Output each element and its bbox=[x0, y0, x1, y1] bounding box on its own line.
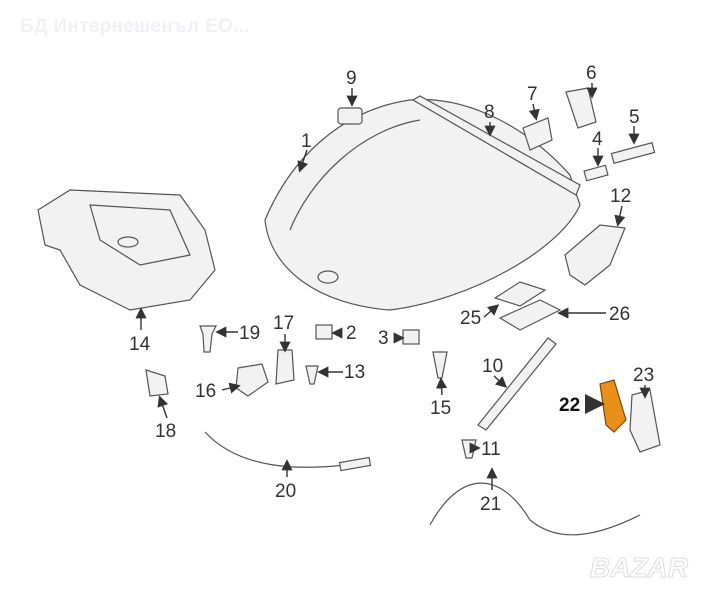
part-16-lock bbox=[235, 363, 269, 397]
callout-17: 17 bbox=[273, 313, 294, 334]
part-22-highlighted bbox=[599, 379, 627, 433]
callout-3: 3 bbox=[378, 328, 389, 349]
callout-10: 10 bbox=[482, 356, 503, 377]
callout-9: 9 bbox=[346, 68, 357, 89]
part-2 bbox=[315, 324, 333, 340]
callout-26: 26 bbox=[609, 304, 630, 325]
part-26-seal bbox=[498, 299, 562, 331]
callout-6: 6 bbox=[586, 63, 597, 84]
part-hood bbox=[264, 98, 581, 311]
callout-arrows bbox=[135, 83, 651, 490]
callout-13: 13 bbox=[344, 362, 365, 383]
part-19-bolt bbox=[199, 325, 217, 353]
callout-20: 20 bbox=[275, 481, 296, 502]
part-10-strut bbox=[477, 337, 557, 431]
callout-15: 15 bbox=[430, 398, 451, 419]
part-12-hinge bbox=[564, 224, 626, 286]
callout-16: 16 bbox=[195, 381, 216, 402]
part-11 bbox=[461, 439, 477, 459]
callout-19: 19 bbox=[239, 323, 260, 344]
callout-21: 21 bbox=[480, 494, 501, 515]
callout-12: 12 bbox=[610, 186, 631, 207]
part-seal-strip bbox=[411, 95, 581, 196]
part-3 bbox=[402, 329, 420, 345]
part-7 bbox=[522, 117, 553, 151]
callout-18: 18 bbox=[155, 421, 176, 442]
part-20-cable bbox=[204, 431, 346, 468]
part-13 bbox=[305, 365, 319, 385]
part-23 bbox=[629, 389, 661, 453]
part-20-handle bbox=[338, 456, 372, 472]
callout-11: 11 bbox=[481, 439, 501, 460]
part-15 bbox=[432, 351, 448, 379]
callout-4: 4 bbox=[592, 129, 603, 150]
callout-7: 7 bbox=[527, 84, 538, 105]
part-25-grille bbox=[493, 281, 547, 307]
callout-22: 22 bbox=[559, 395, 580, 416]
bazar-watermark: BAZAR bbox=[590, 552, 689, 584]
part-9 bbox=[337, 107, 363, 125]
part-21-cable bbox=[429, 482, 641, 536]
part-17 bbox=[275, 349, 295, 385]
callout-14: 14 bbox=[129, 334, 151, 355]
callout-5: 5 bbox=[629, 107, 640, 128]
part-5 bbox=[610, 142, 656, 164]
callout-8: 8 bbox=[484, 102, 495, 123]
callout-23: 23 bbox=[633, 365, 654, 386]
part-18 bbox=[145, 369, 169, 397]
callout-1: 1 bbox=[301, 131, 312, 152]
part-4 bbox=[583, 164, 609, 182]
callout-25: 25 bbox=[460, 308, 481, 329]
callout-2: 2 bbox=[346, 323, 357, 344]
part-insulation bbox=[37, 189, 216, 311]
seller-name[interactable]: БД Интернешенъл ЕО... bbox=[20, 16, 250, 37]
